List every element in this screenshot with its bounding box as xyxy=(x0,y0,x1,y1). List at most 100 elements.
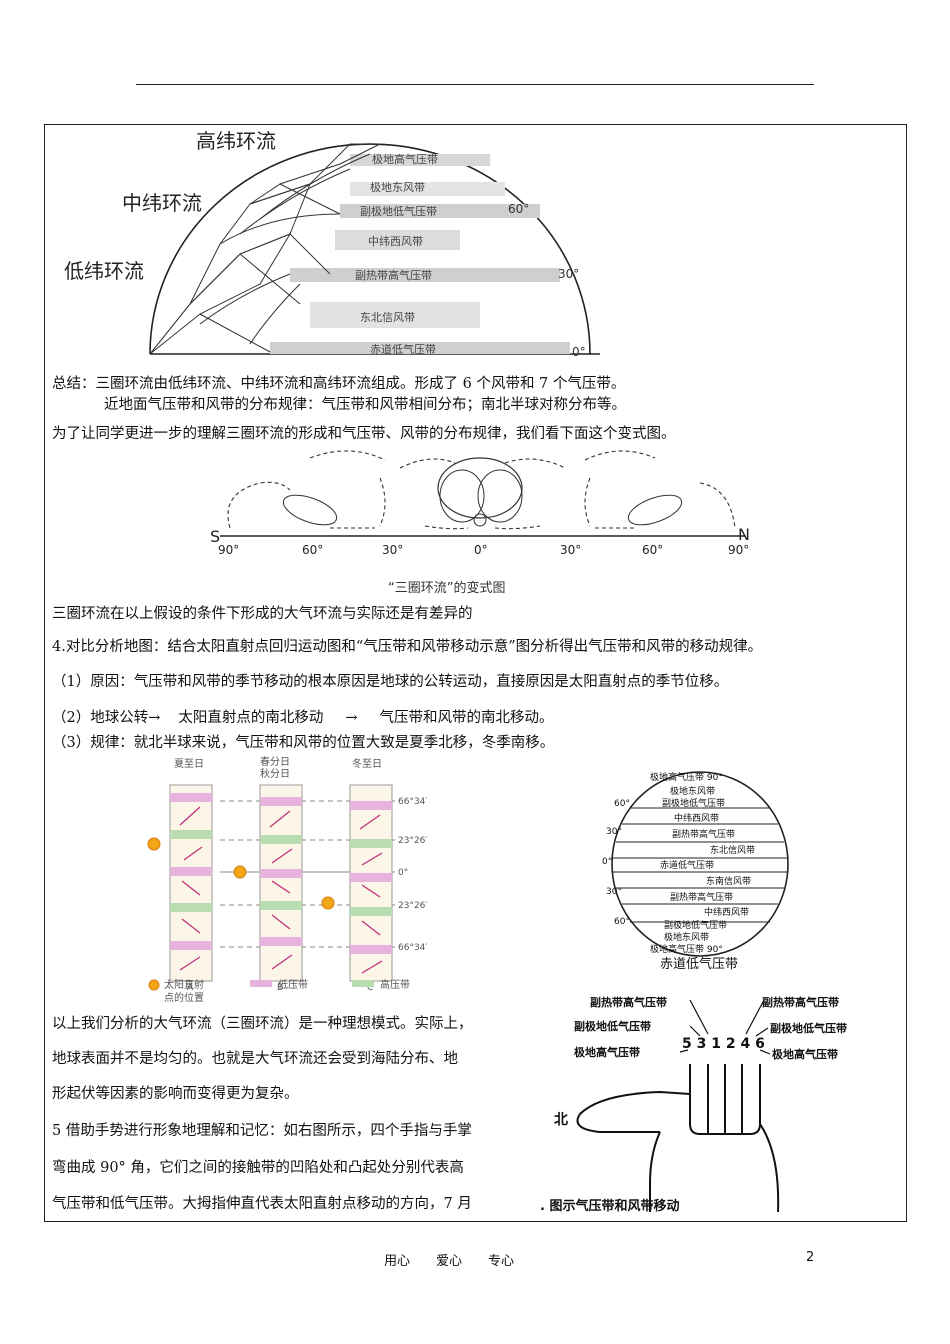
latitude-label: 0° xyxy=(398,868,408,878)
band-label: 极地东风带 xyxy=(370,180,425,194)
frame-border xyxy=(44,124,602,125)
sun-icon xyxy=(148,979,160,991)
text-line: 弯曲成 90° 角，它们之间的接触带的凹陷处和凸起处分别代表高 xyxy=(52,1160,464,1176)
band-label: 副极地低气压带 xyxy=(662,797,725,809)
latitude-label: 60° xyxy=(508,202,529,216)
column-title: 冬至日 xyxy=(352,757,382,770)
low-latitude-cell-label: 低纬环流 xyxy=(64,259,144,283)
legend-sun-label: 点的位置 xyxy=(164,991,204,1004)
band-label: 东北信风带 xyxy=(710,844,755,856)
latitude-label: 66°34′ xyxy=(398,797,427,807)
band-label: 中纬西风带 xyxy=(368,235,423,248)
latitude-tick: 60° xyxy=(302,543,323,557)
band-label: 赤道低气压带 xyxy=(660,859,714,871)
band-label: 中纬西风带 xyxy=(674,812,719,824)
latitude-label: 23°26′ xyxy=(398,901,427,911)
text-line: （3）规律：就北半球来说，气压带和风带的位置大致是夏季北移，冬季南移。 xyxy=(52,735,555,751)
band-label: 副热带高气压带 xyxy=(670,891,733,903)
hand-caption: . 图示气压带和风带移动 xyxy=(540,1198,679,1214)
page-footer: 用心 爱心 专心 xyxy=(384,1254,515,1269)
hand-numbers: 5 3 1 2 4 6 xyxy=(682,1036,765,1052)
frame-border xyxy=(44,1221,906,1222)
text-fragment: 太阳直射点的南北移动 xyxy=(178,710,324,726)
column-letter: B xyxy=(277,983,283,993)
mid-latitude-cell-label: 中纬环流 xyxy=(122,191,202,215)
band-label: 副极地低气压带 xyxy=(360,204,437,218)
latitude-label: 66°34′ xyxy=(398,943,427,953)
hand-gesture-diagram: 副热带高气压带 副极地低气压带 极地高气压带 副热带高气压带 副极地低气压带 极… xyxy=(540,995,847,1214)
frame-border xyxy=(602,124,906,125)
latitude-tick: 0° xyxy=(474,543,488,557)
text-line: 地球表面并不是均匀的。也就是大气环流还会受到海陆分布、地 xyxy=(52,1051,458,1067)
latitude-label: 0° xyxy=(602,857,612,867)
band-label: 副极地低气压带 xyxy=(664,919,727,931)
text-fragment: → xyxy=(345,710,358,726)
header-rule xyxy=(136,84,814,85)
latitude-label: 60° xyxy=(614,917,630,927)
column-title: 秋分日 xyxy=(260,767,290,780)
text-line: 三圈环流在以上假设的条件下形成的大气环流与实际还是有差异的 xyxy=(52,606,473,622)
latitude-label: 30° xyxy=(558,267,579,281)
band-label: 极地东风带 xyxy=(670,785,715,797)
hand-label-left: 极地高气压带 xyxy=(574,1045,640,1059)
legend-high-label: 高压带 xyxy=(380,978,410,991)
legend-high-swatch xyxy=(352,980,374,987)
north-label: N xyxy=(738,525,750,544)
band-label: 赤道低气压带 xyxy=(370,342,436,356)
legend-low-swatch xyxy=(250,980,272,987)
text-line: 以上我们分析的大气环流（三圈环流）是一种理想模式。实际上， xyxy=(52,1016,473,1032)
summary-line: 总结：三圈环流由低纬环流、中纬环流和高纬环流组成。形成了 6 个风带和 7 个气… xyxy=(52,376,626,392)
latitude-label: 30° xyxy=(606,827,622,837)
page-number: 2 xyxy=(806,1250,815,1265)
text-line: 4.对比分析地图：结合太阳直射点回归运动图和“气压带和风带移动示意”图分析得出气… xyxy=(52,639,763,655)
latitude-label: 30° xyxy=(606,887,622,897)
text-line: 5 借助手势进行形象地理解和记忆：如右图所示，四个手指与手掌 xyxy=(52,1123,472,1139)
latitude-tick: 90° xyxy=(728,543,749,557)
column-title: 夏至日 xyxy=(174,758,204,770)
latitude-label: 0° xyxy=(572,345,586,359)
band-label: 极地东风带 xyxy=(664,931,709,943)
band-label: 极地高气压带 90° xyxy=(650,771,723,783)
seasonal-shift-diagram: 夏至日 春分日 秋分日 冬至日 xyxy=(147,756,427,1004)
latitude-label: 60° xyxy=(614,799,630,809)
high-latitude-cell-label: 高纬环流 xyxy=(196,129,276,153)
globe-caption: 赤道低气压带 xyxy=(660,956,738,972)
three-cell-circulation-diagram: 高纬环流 中纬环流 低纬环流 极地高气压带 极地东风带 副极地低气压带 中纬西风… xyxy=(64,129,600,359)
band-label: 副热带高气压带 xyxy=(355,268,432,282)
hand-label-right: 副热带高气压带 xyxy=(762,995,839,1009)
column-title: 春分日 xyxy=(260,756,290,768)
latitude-tick: 90° xyxy=(218,543,239,557)
globe-pressure-belts-diagram: 极地高气压带 90° 极地东风带 副极地低气压带 中纬西风带 副热带高气压带 东… xyxy=(602,771,789,972)
legend-sun-label: 太阳直射 xyxy=(164,978,204,991)
text-fragment: 气压带和风带的南北移动。 xyxy=(379,710,554,726)
latitude-tick: 60° xyxy=(642,543,663,557)
latitude-tick: 30° xyxy=(382,543,403,557)
band-label: 东北信风带 xyxy=(360,311,415,324)
variant-circulation-diagram: S N 90° 60° 30° 0° 30° 60° 90° “三圈环流”的变式… xyxy=(210,450,750,596)
variant-diagram-caption: “三圈环流”的变式图 xyxy=(388,580,505,596)
text-line: 形起伏等因素的影响而变得更为复杂。 xyxy=(52,1086,299,1102)
band-label: 中纬西风带 xyxy=(704,906,749,918)
text-line: 气压带和低气压带。大拇指伸直代表太阳直射点移动的方向，7 月 xyxy=(52,1196,472,1212)
column-letter: A xyxy=(187,983,194,993)
hand-label-left: 副极地低气压带 xyxy=(574,1019,651,1033)
text-line: （1）原因：气压带和风带的季节移动的根本原因是地球的公转运动，直接原因是太阳直射… xyxy=(52,674,729,690)
summary-line: 为了让同学更进一步的理解三圈环流的形成和气压带、风带的分布规律，我们看下面这个变… xyxy=(52,426,676,442)
frame-border xyxy=(906,124,907,1222)
band-label: 极地高气压带 90° xyxy=(650,943,723,955)
band-label: 东南信风带 xyxy=(706,875,751,887)
legend-low-label: 低压带 xyxy=(278,978,308,991)
band-label: 极地高气压带 xyxy=(372,152,438,166)
hand-label-left: 副热带高气压带 xyxy=(590,995,667,1009)
hand-label-right: 副极地低气压带 xyxy=(770,1021,847,1035)
south-label: S xyxy=(210,527,220,546)
text-fragment: （2）地球公转→ xyxy=(52,710,161,726)
frame-border xyxy=(44,124,45,1222)
band-label: 副热带高气压带 xyxy=(672,828,735,840)
hand-label-right: 极地高气压带 xyxy=(772,1047,838,1061)
latitude-tick: 30° xyxy=(560,543,581,557)
north-label: 北 xyxy=(554,1112,568,1128)
column-letter: C xyxy=(367,983,373,993)
text-line: （2）地球公转→ 太阳直射点的南北移动 → 气压带和风带的南北移动。 xyxy=(52,708,554,728)
summary-line: 近地面气压带和风带的分布规律：气压带和风带相间分布；南北半球对称分布等。 xyxy=(104,397,626,413)
